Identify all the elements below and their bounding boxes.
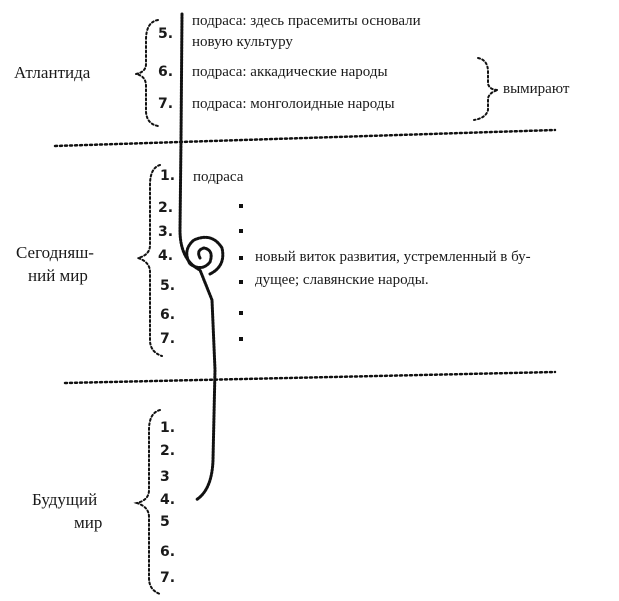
subrace-number: 6. xyxy=(160,307,176,323)
present-note-line2: дущее; славянские народы. xyxy=(255,272,429,288)
present-brace xyxy=(134,164,163,357)
subrace-number: 5. xyxy=(158,26,174,42)
atlantis-brace xyxy=(135,19,159,127)
extinct-note: вымирают xyxy=(503,81,570,97)
separator-line-2 xyxy=(63,370,557,385)
subrace-number: 2. xyxy=(158,200,174,216)
bullet-dot xyxy=(239,256,243,260)
future-label-line2: мир xyxy=(74,513,103,532)
subrace-number: 5. xyxy=(160,278,176,294)
atlantis-item: подраса: аккадические народы xyxy=(192,64,388,80)
spiral xyxy=(185,235,225,276)
subrace-number: 2. xyxy=(160,443,176,459)
atlantis-item: подраса: здесь прасемиты основали xyxy=(192,13,421,29)
separator-line-1 xyxy=(53,128,557,148)
bullet-dot xyxy=(239,311,243,315)
present-label-line1: Сегодняш- xyxy=(16,243,94,262)
bullet-dot xyxy=(239,229,243,233)
subrace-number: 3 xyxy=(160,469,170,485)
bullet-dot xyxy=(239,204,243,208)
subrace-number: 3. xyxy=(158,224,174,240)
subrace-number: 1. xyxy=(160,420,176,436)
bullet-dot xyxy=(239,280,243,284)
subrace-number: 5 xyxy=(160,514,170,530)
extinct-brace xyxy=(473,57,499,121)
atlantis-item: подраса: монголоидные народы xyxy=(192,96,395,112)
atlantis-item: новую культуру xyxy=(192,34,293,50)
present-label-line2: ний мир xyxy=(28,266,88,285)
subrace-number: 7. xyxy=(160,570,176,586)
present-note-line1: новый виток развития, устремленный в бу- xyxy=(255,249,531,265)
subrace-number: 4. xyxy=(158,248,174,264)
future-brace xyxy=(133,409,161,595)
subrace-number: 6. xyxy=(160,544,176,560)
bullet-dot xyxy=(239,337,243,341)
subrace-number: 4. xyxy=(160,492,176,508)
future-label-line1: Будущий xyxy=(32,490,98,509)
subrace-number: 1. xyxy=(160,168,176,184)
timeline-line xyxy=(178,12,217,502)
subrace-number: 7. xyxy=(158,96,174,112)
subrace-number: 6. xyxy=(158,64,174,80)
atlantis-label: Атлантида xyxy=(14,63,91,82)
present-item: подраса xyxy=(193,169,244,185)
subrace-number: 7. xyxy=(160,331,176,347)
